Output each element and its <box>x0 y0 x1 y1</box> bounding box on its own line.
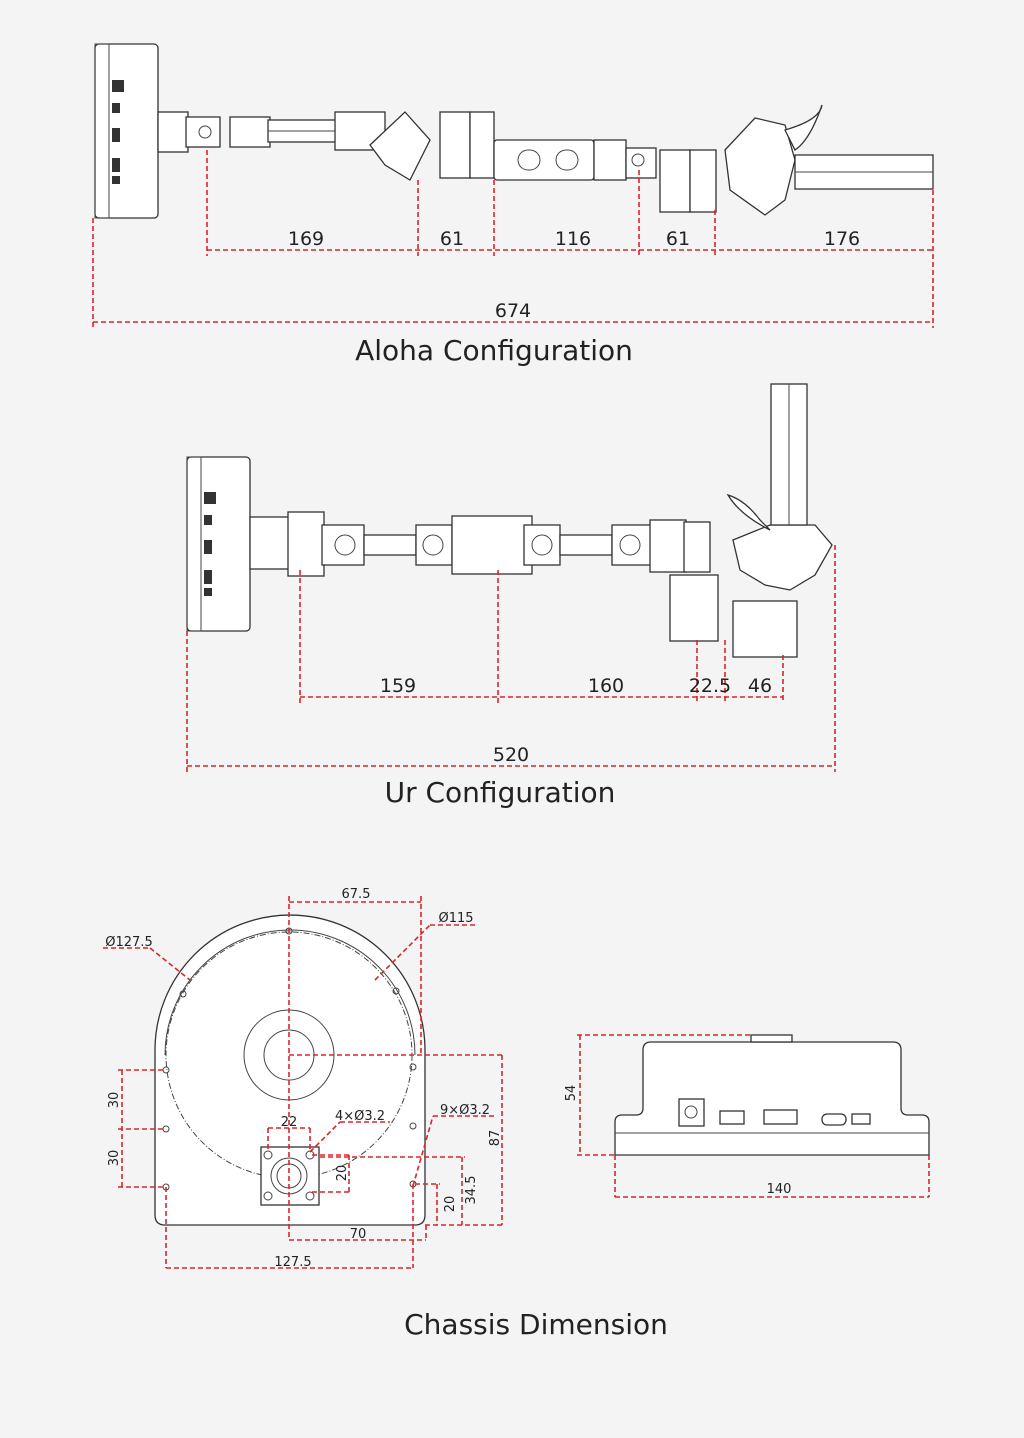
dim-d127-5: Ø127.5 <box>105 935 152 950</box>
ur-dim-3: 22.5 <box>689 675 731 697</box>
aloha-dim-4: 61 <box>666 228 690 250</box>
dim-140: 140 <box>767 1182 792 1197</box>
aloha-dim-3: 116 <box>555 228 591 250</box>
dim-87: 87 <box>488 1130 503 1147</box>
ur-dimensions: 159 160 22.5 46 520 <box>186 545 836 772</box>
aloha-dim-5: 176 <box>824 228 860 250</box>
aloha-dim-total: 674 <box>495 300 531 322</box>
dim-22: 22 <box>281 1115 298 1130</box>
ur-title: Ur Configuration <box>385 776 616 809</box>
dim-30-b: 30 <box>107 1150 122 1167</box>
dim-20-side: 20 <box>443 1196 458 1213</box>
dim-30-a: 30 <box>107 1092 122 1109</box>
chassis-side-view <box>614 1034 930 1156</box>
dim-4x-d3-2: 4×Ø3.2 <box>335 1109 385 1124</box>
ur-arm-drawing <box>186 383 833 658</box>
dim-d115: Ø115 <box>438 911 473 926</box>
chassis-title: Chassis Dimension <box>404 1308 668 1341</box>
dim-67-5: 67.5 <box>342 887 371 902</box>
ur-dim-1: 159 <box>380 675 416 697</box>
dim-34-5: 34.5 <box>464 1176 479 1205</box>
aloha-dim-1: 169 <box>288 228 324 250</box>
dim-54: 54 <box>564 1085 579 1102</box>
aloha-dimensions: 169 61 116 61 176 674 <box>92 150 934 328</box>
dim-70: 70 <box>350 1227 367 1242</box>
dim-20-square: 20 <box>335 1165 350 1182</box>
aloha-arm-drawing <box>94 43 934 219</box>
dim-9x-d3-2: 9×Ø3.2 <box>440 1103 490 1118</box>
ur-dim-2: 160 <box>588 675 624 697</box>
chassis-side-dimensions: 54 140 <box>564 1034 930 1198</box>
dim-127-5: 127.5 <box>274 1255 311 1270</box>
ur-dim-total: 520 <box>493 744 529 766</box>
aloha-dim-2: 61 <box>440 228 464 250</box>
aloha-title: Aloha Configuration <box>355 334 633 367</box>
chassis-top-view <box>154 914 426 1226</box>
chassis-top-dimensions: 67.5 Ø115 Ø127.5 30 30 22 4×Ø3.2 9×Ø3.2 … <box>103 887 505 1270</box>
ur-dim-4: 46 <box>748 675 772 697</box>
